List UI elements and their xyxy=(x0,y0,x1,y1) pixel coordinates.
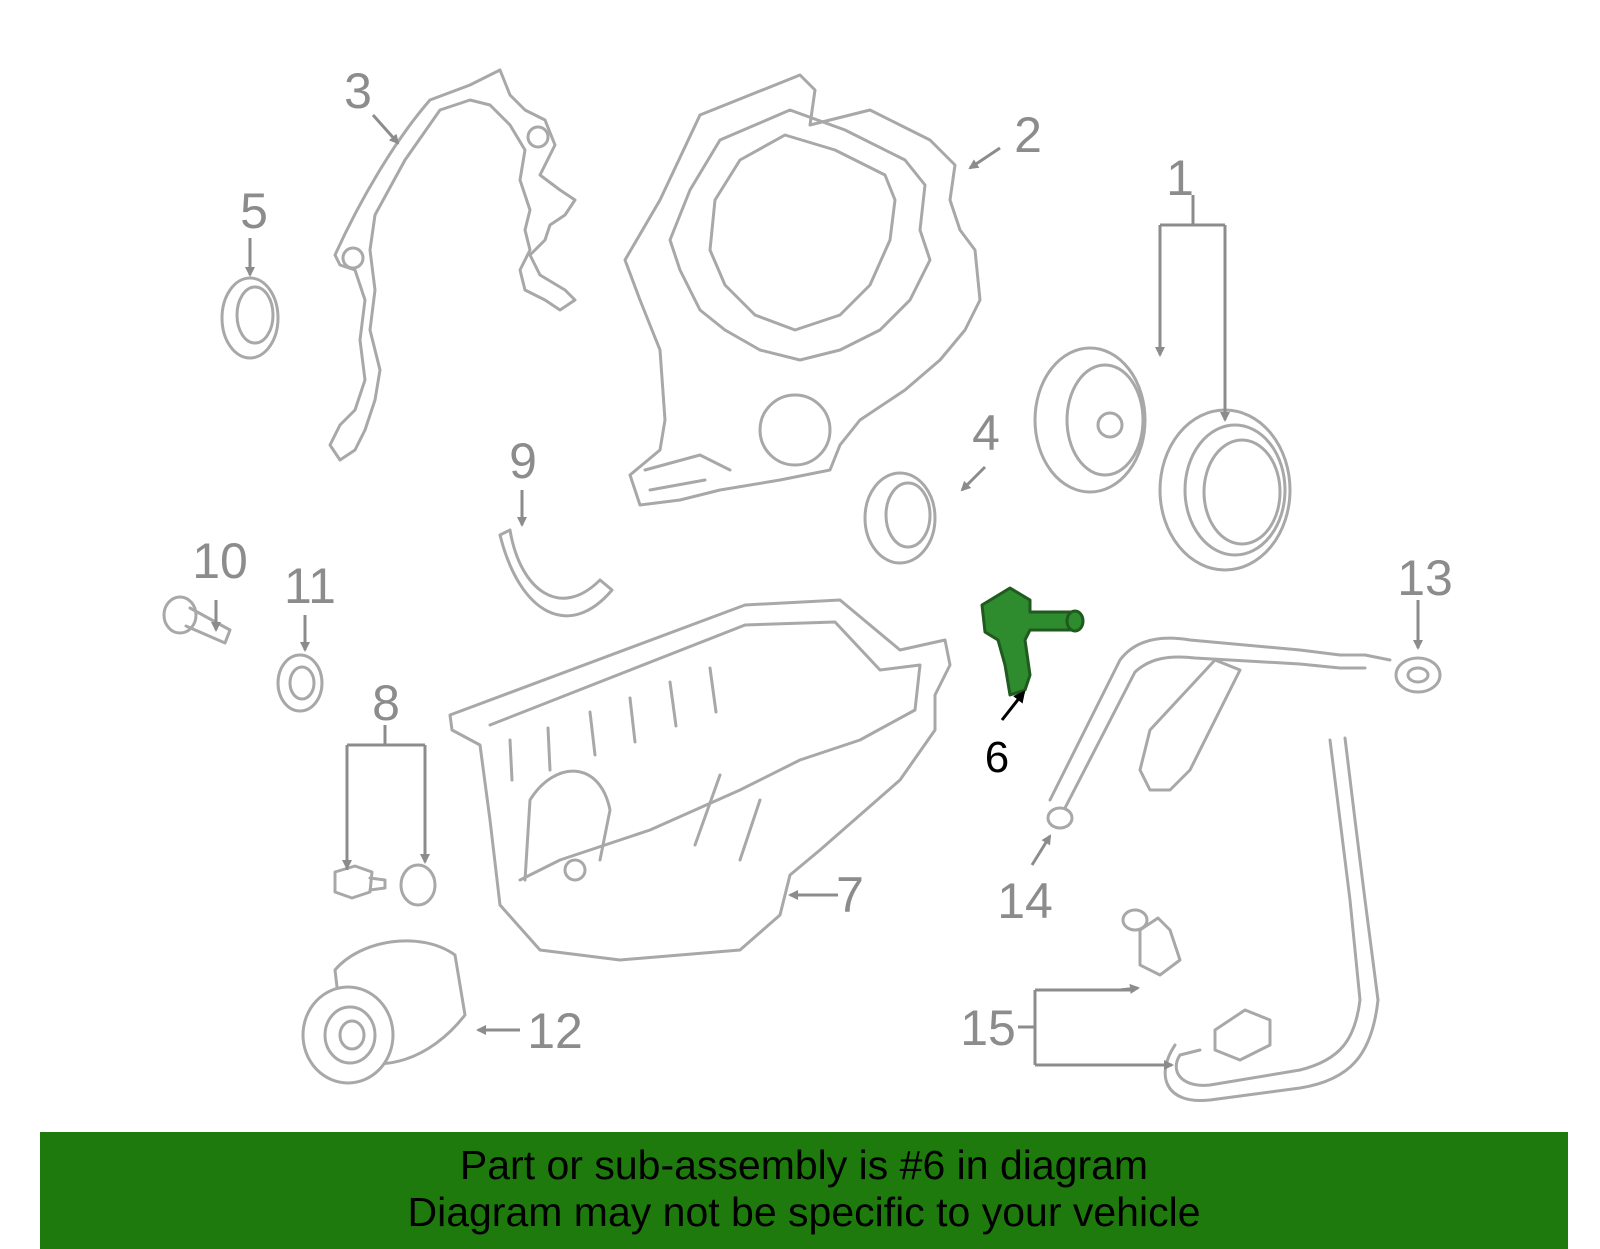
part-2-timing-cover[interactable] xyxy=(623,73,982,507)
part-7-oil-pan[interactable] xyxy=(448,598,952,962)
part-10-bolt[interactable] xyxy=(162,595,232,645)
part-5-seal[interactable] xyxy=(220,276,280,360)
callout-10: 10 xyxy=(192,533,248,589)
callout-9: 9 xyxy=(509,433,537,489)
callout-4: 4 xyxy=(972,405,1000,461)
banner-line-2: Diagram may not be specific to your vehi… xyxy=(407,1189,1201,1235)
callout-6: 6 xyxy=(985,733,1009,782)
callout-7: 7 xyxy=(836,867,864,923)
part-13-dipstick[interactable] xyxy=(1046,636,1442,830)
part-6-sensor-highlighted[interactable] xyxy=(980,586,1085,697)
callout-1: 1 xyxy=(1166,150,1194,206)
part-8-drain-plug[interactable] xyxy=(333,863,437,907)
part-9-gasket[interactable] xyxy=(498,528,614,618)
callout-13: 13 xyxy=(1397,550,1453,606)
callout-8: 8 xyxy=(372,675,400,731)
callout-12: 12 xyxy=(527,1003,583,1059)
part-15-sensor-tube[interactable] xyxy=(1121,736,1380,1103)
callout-15: 15 xyxy=(960,1000,1016,1056)
part-12-oil-filter[interactable] xyxy=(301,939,467,1085)
info-banner: Part or sub-assembly is #6 in diagram Di… xyxy=(40,1132,1568,1249)
leader-lines xyxy=(211,114,1423,1070)
callout-labels: 1 2 3 4 5 6 7 8 9 10 11 12 13 14 15 xyxy=(192,63,1453,1059)
callout-5: 5 xyxy=(240,183,268,239)
callout-2: 2 xyxy=(1014,107,1042,163)
callout-14: 14 xyxy=(997,873,1053,929)
banner-line-1: Part or sub-assembly is #6 in diagram xyxy=(459,1142,1149,1188)
callout-3: 3 xyxy=(344,63,372,119)
part-1-balancer-pulley[interactable] xyxy=(1033,346,1292,572)
part-11-plug[interactable] xyxy=(276,653,324,713)
part-4-seal[interactable] xyxy=(863,471,937,565)
part-3-gasket[interactable] xyxy=(328,68,577,462)
callout-11: 11 xyxy=(284,558,336,614)
